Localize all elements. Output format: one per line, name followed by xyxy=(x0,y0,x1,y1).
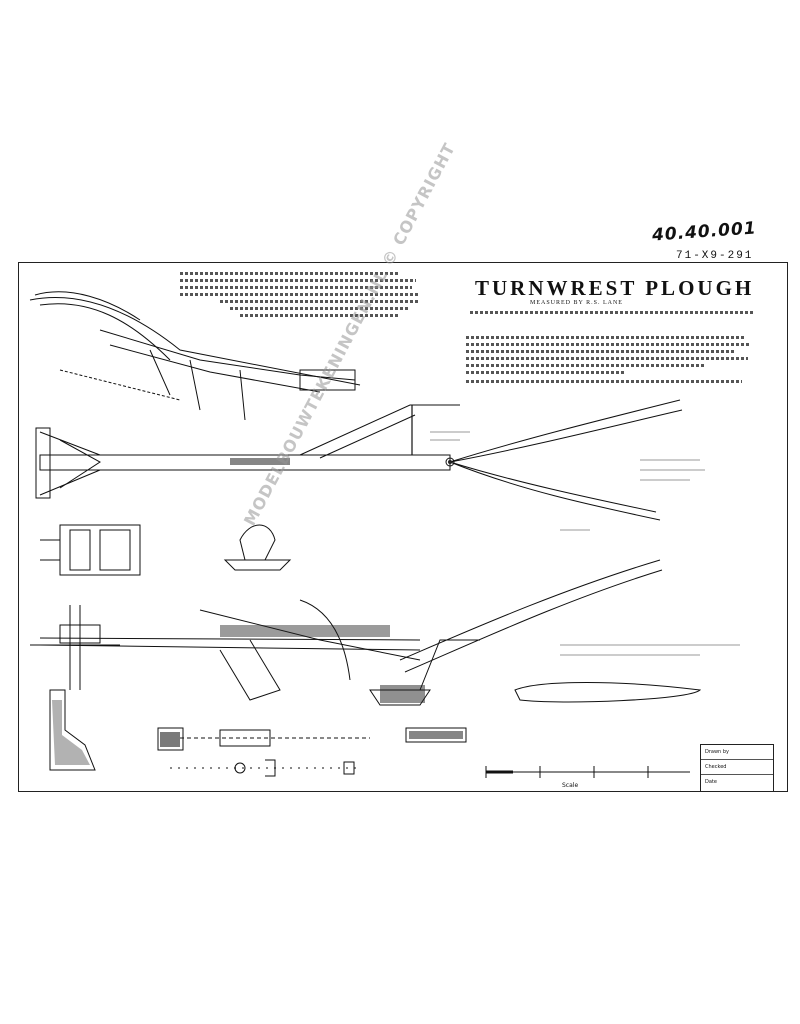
elevation-handle xyxy=(399,559,661,661)
drawing-subtitle-line xyxy=(470,311,755,314)
title-block-row: Date xyxy=(705,779,717,785)
top-notes-block xyxy=(180,268,420,321)
title-block-row: Checked xyxy=(701,760,773,775)
plan-handle-upper xyxy=(449,399,681,463)
scale-caption: Scale xyxy=(562,782,579,789)
title-block-row: Drawn by xyxy=(701,745,773,760)
perspective-handle xyxy=(34,291,141,321)
drawing-title: TURNWREST PLOUGH xyxy=(475,276,755,300)
sheet-border xyxy=(18,262,788,792)
elevation-beam xyxy=(39,637,421,641)
plan-handle-lower xyxy=(449,461,661,521)
drawing-number: 71-X9-291 xyxy=(676,250,754,262)
title-block: Drawn by Checked Date xyxy=(700,744,774,792)
description-notes xyxy=(466,332,756,387)
drawing-subtitle: MEASURED BY R.S. LANE xyxy=(530,300,623,306)
plan-beam xyxy=(39,454,451,471)
perspective-beam xyxy=(29,296,361,386)
